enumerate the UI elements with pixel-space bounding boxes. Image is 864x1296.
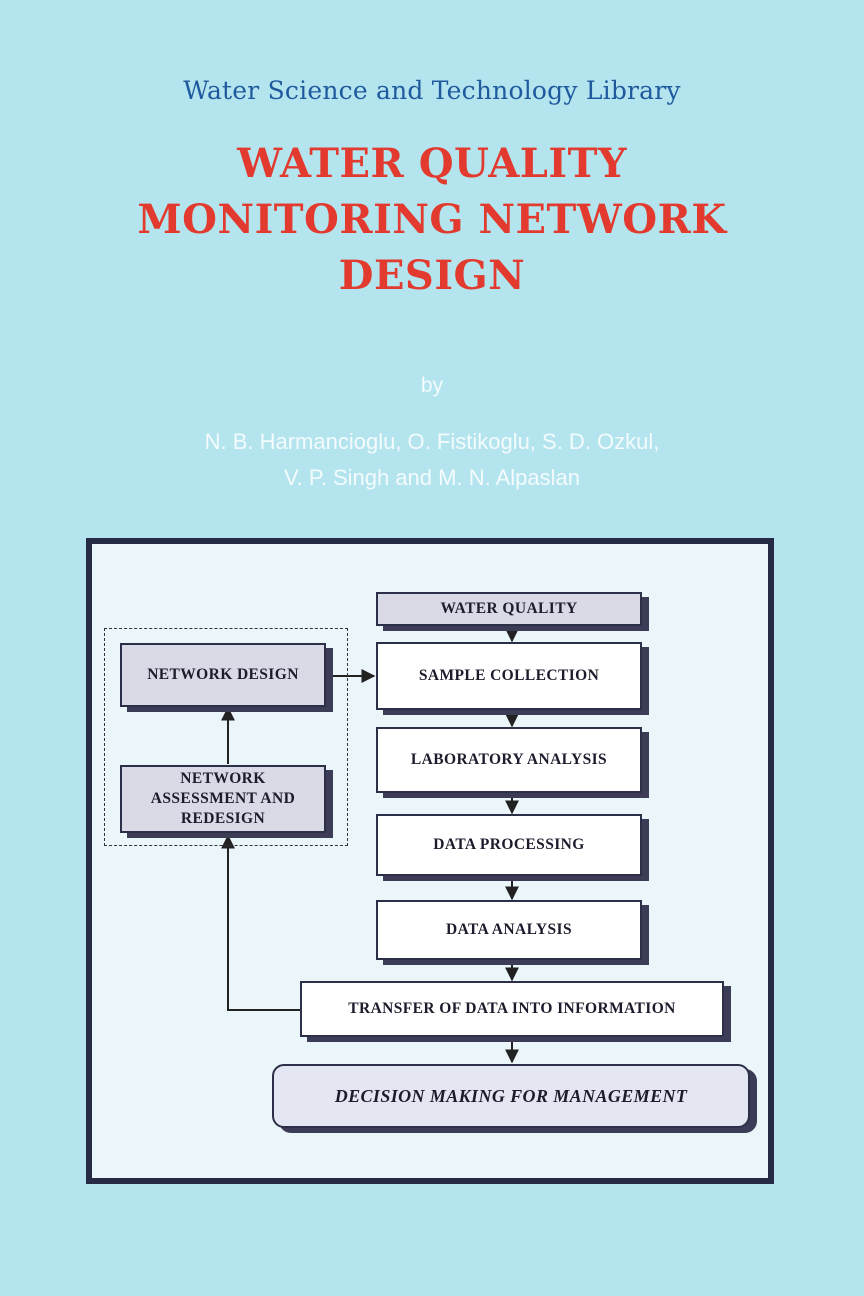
box-decision-making: DECISION MAKING FOR MANAGEMENT xyxy=(272,1064,750,1128)
box-transfer: TRANSFER OF DATA INTO INFORMATION xyxy=(300,981,724,1037)
box-water-quality-label: WATER QUALITY xyxy=(440,600,578,617)
box-data-analysis-label: DATA ANALYSIS xyxy=(446,921,572,938)
box-sample-collection-label: SAMPLE COLLECTION xyxy=(418,667,600,684)
box-decision-making-label: DECISION MAKING FOR MANAGEMENT xyxy=(334,1086,688,1106)
box-network-design: NETWORK DESIGN xyxy=(120,643,326,707)
network-group-boundary xyxy=(104,628,348,846)
box-network-assessment-label: NETWORK ASSESSMENT AND REDESIGN xyxy=(151,769,295,829)
box-laboratory-analysis-label: LABORATORY ANALYSIS xyxy=(410,751,608,768)
assessment-line-3: REDESIGN xyxy=(180,810,266,827)
authors-line-1: N. B. Harmancioglu, O. Fistikoglu, S. D.… xyxy=(204,429,660,454)
authors: N. B. Harmancioglu, O. Fistikoglu, S. D.… xyxy=(0,424,864,496)
title-line-2: MONITORING NETWORK xyxy=(137,196,727,243)
box-network-design-label: NETWORK DESIGN xyxy=(147,666,299,683)
box-data-processing: DATA PROCESSING xyxy=(376,814,642,876)
feedback-line xyxy=(221,834,300,1011)
series-title: Water Science and Technology Library xyxy=(183,76,681,105)
box-sample-collection: SAMPLE COLLECTION xyxy=(376,642,642,710)
book-title: WATER QUALITY MONITORING NETWORK DESIGN xyxy=(0,136,864,304)
by-label: by xyxy=(420,374,444,397)
box-transfer-label: TRANSFER OF DATA INTO INFORMATION xyxy=(348,1000,676,1017)
box-network-assessment: NETWORK ASSESSMENT AND REDESIGN xyxy=(120,765,326,833)
title-line-1: WATER QUALITY xyxy=(237,140,627,187)
title-line-3: DESIGN xyxy=(338,252,526,299)
box-data-analysis: DATA ANALYSIS xyxy=(376,900,642,960)
authors-line-2: V. P. Singh and M. N. Alpaslan xyxy=(284,465,580,490)
box-laboratory-analysis: LABORATORY ANALYSIS xyxy=(376,727,642,793)
box-water-quality: WATER QUALITY xyxy=(376,592,642,626)
assessment-line-1: NETWORK xyxy=(180,770,266,787)
box-data-processing-label: DATA PROCESSING xyxy=(433,836,585,853)
assessment-line-2: ASSESSMENT AND xyxy=(150,790,296,807)
